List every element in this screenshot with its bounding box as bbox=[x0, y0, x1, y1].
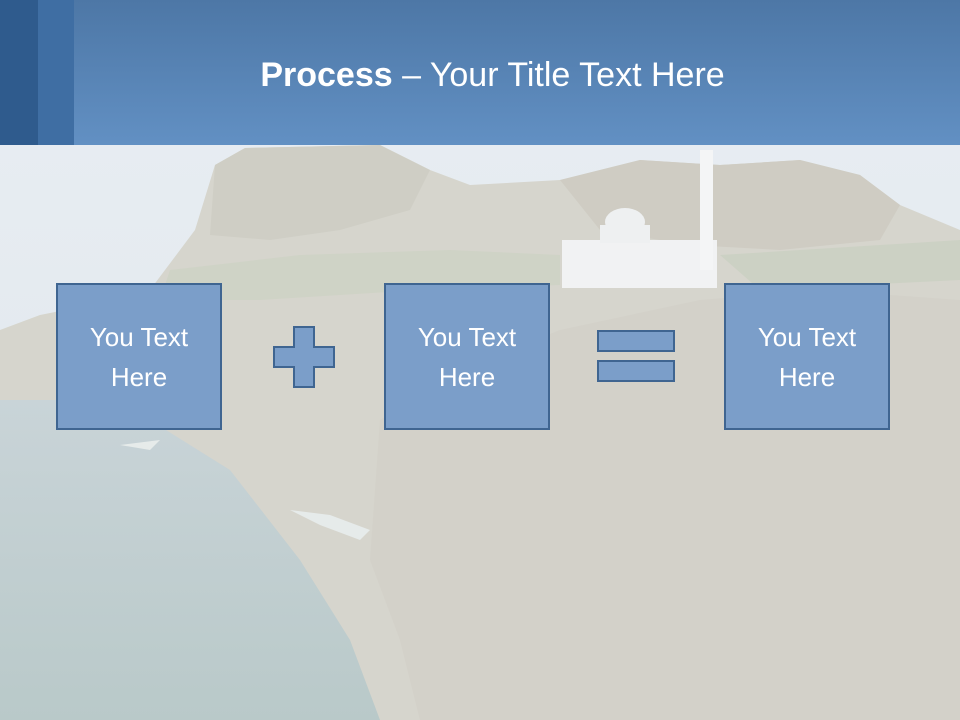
title-rest: – Your Title Text Here bbox=[392, 56, 725, 94]
process-box-1: You Text Here bbox=[56, 283, 222, 430]
slide-title: Process – Your Title Text Here bbox=[0, 52, 960, 98]
header-accent-stripe bbox=[0, 0, 38, 145]
process-box-label: You Text Here bbox=[757, 321, 857, 392]
header-band: Process – Your Title Text Here bbox=[0, 0, 960, 145]
process-box-2: You Text Here bbox=[384, 283, 550, 430]
process-box-label: You Text Here bbox=[417, 321, 517, 392]
process-box-3: You Text Here bbox=[724, 283, 890, 430]
equals-icon bbox=[597, 330, 675, 382]
process-box-label: You Text Here bbox=[89, 321, 189, 392]
header-accent-stripe-light bbox=[38, 0, 74, 145]
title-bold: Process bbox=[260, 56, 393, 94]
plus-icon bbox=[273, 326, 335, 388]
